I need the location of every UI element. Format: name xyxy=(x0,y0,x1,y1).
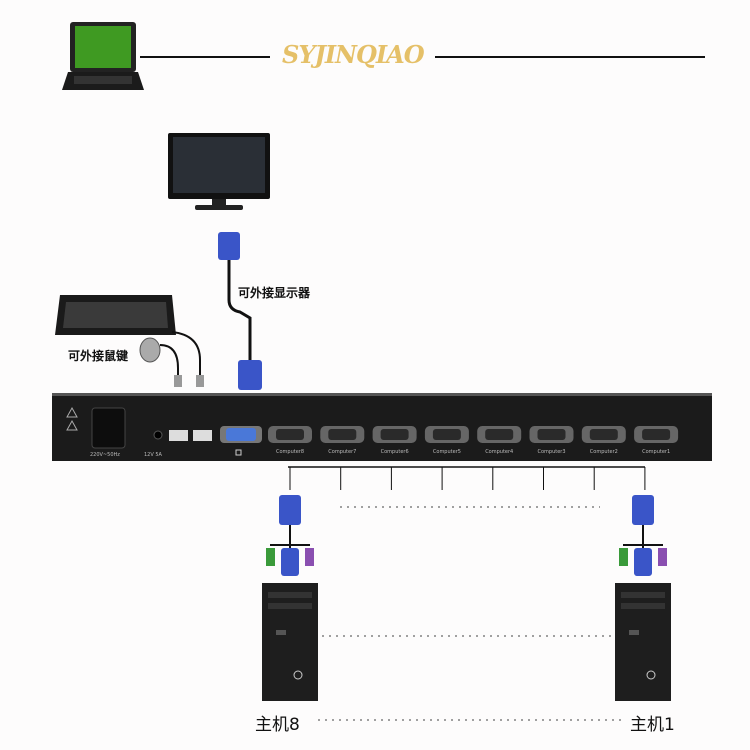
keyboard-icon xyxy=(55,295,176,335)
drive-bay xyxy=(268,603,312,609)
computer-port-label: Computer7 xyxy=(328,449,356,455)
computer-port-label: Computer2 xyxy=(590,449,618,455)
pc-tower-icon xyxy=(615,583,671,701)
computer-port-label: Computer1 xyxy=(642,449,670,455)
vga-connector xyxy=(279,495,301,525)
computer-port-label: Computer4 xyxy=(485,449,513,455)
drive-bay xyxy=(621,592,665,598)
vga-plug xyxy=(634,548,652,576)
computer-ports: Computer8 Computer7 Computer6 Computer5 Comp… xyxy=(268,426,679,455)
host-8-label: 主机8 xyxy=(255,715,300,735)
host-1-label: 主机1 xyxy=(630,715,675,735)
pc-host-8 xyxy=(262,495,318,701)
computer-port-socket xyxy=(432,429,461,440)
keyboard-mouse-label: 可外接鼠键 xyxy=(68,349,129,363)
usb-port-2 xyxy=(193,430,212,441)
computer-port-socket xyxy=(276,429,304,440)
drive-bay xyxy=(621,603,665,609)
dc-label: 12V 5A xyxy=(144,452,163,458)
monitor-port-icon xyxy=(235,449,242,456)
host-computers xyxy=(262,495,671,701)
computer-port-label: Computer6 xyxy=(381,449,409,455)
monitor-label: 可外接显示器 xyxy=(238,286,311,300)
dc-jack xyxy=(153,430,163,440)
pc-tower-icon xyxy=(262,583,318,701)
front-port xyxy=(276,630,286,635)
brand-badge-icon xyxy=(293,670,303,680)
computer-port-socket xyxy=(642,429,671,440)
monitor-icon xyxy=(168,133,270,210)
computer-port-label: Computer3 xyxy=(538,449,566,455)
warning-icon xyxy=(66,406,78,431)
vga-connector xyxy=(632,495,654,525)
usb-port-1 xyxy=(169,430,188,441)
vga-plug xyxy=(281,548,299,576)
usb-cables xyxy=(159,331,204,387)
computer-port-socket xyxy=(485,429,514,440)
drive-bay xyxy=(268,592,312,598)
pc-host-1 xyxy=(615,495,671,701)
ps2-mouse-plug xyxy=(658,548,667,566)
computer-port-label: Computer5 xyxy=(433,449,461,455)
front-port xyxy=(629,630,639,635)
ps2-keyboard-plug xyxy=(266,548,275,566)
computer-port-socket xyxy=(328,429,357,440)
connection-bus xyxy=(288,466,646,490)
ps2-keyboard-plug xyxy=(619,548,628,566)
computer-port-socket xyxy=(380,429,409,440)
power-label: 220V~50Hz xyxy=(90,452,120,458)
computer-port-socket xyxy=(589,429,618,440)
brand-logo: SYJINQIAO xyxy=(282,40,425,69)
kvm-console-icon xyxy=(62,22,144,90)
power-socket xyxy=(91,407,126,449)
vga-monitor-port xyxy=(226,428,256,441)
brand-badge-icon xyxy=(646,670,656,680)
mouse-icon xyxy=(139,337,161,363)
computer-port-socket xyxy=(537,429,566,440)
vga-cable xyxy=(218,232,262,390)
computer-port-label: Computer8 xyxy=(276,449,304,455)
ps2-mouse-plug xyxy=(305,548,314,566)
